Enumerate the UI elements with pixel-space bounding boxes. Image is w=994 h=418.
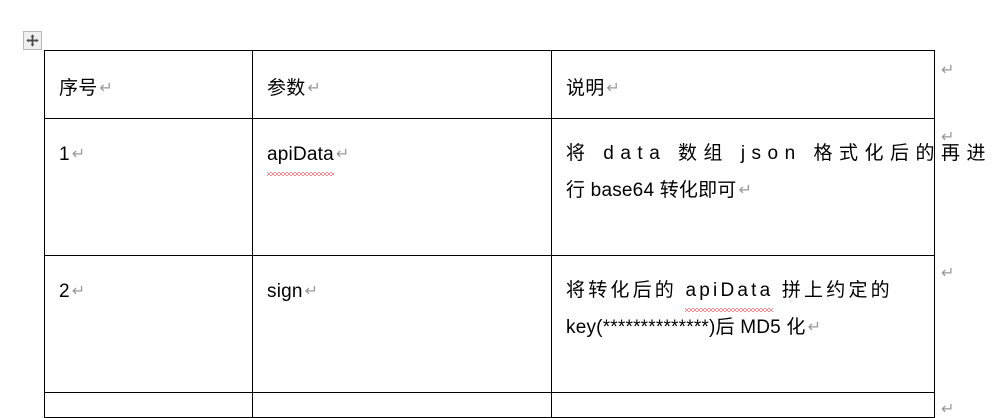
row-end-mark: ↵	[941, 60, 955, 79]
cell-seq[interactable]: 2↵	[44, 255, 253, 393]
cell-desc-line: 将转化后的 apiData 拼上约定的	[566, 273, 920, 312]
header-label-desc: 说明	[566, 78, 605, 99]
paragraph-mark: ↵	[738, 180, 752, 199]
header-cell-desc[interactable]: 说明↵	[551, 50, 935, 119]
paragraph-mark: ↵	[71, 144, 86, 163]
cell-desc[interactable]: 将转化后的 apiData 拼上约定的 key(**************)后…	[551, 255, 935, 393]
paragraph-mark: ↵	[335, 144, 350, 163]
row-end-mark: ↵	[941, 263, 955, 282]
cell-desc-text: 将转化后的	[566, 280, 686, 301]
header-label-seq: 序号	[59, 78, 98, 99]
header-cell-seq[interactable]: 序号↵	[44, 50, 253, 119]
paragraph-mark: ↵	[307, 78, 321, 97]
table-body: 序号↵ 参数↵ 说明↵ 1↵	[44, 50, 992, 418]
row-end-mark: ↵	[941, 127, 955, 146]
paragraph-mark: ↵	[304, 281, 319, 300]
cell-desc-text: 行 base64 转化即可	[566, 180, 737, 201]
table-header-row[interactable]: 序号↵ 参数↵ 说明↵	[44, 50, 935, 119]
cell-desc-text: key(**************)后 MD5 化	[566, 317, 806, 338]
cell-desc-line: key(**************)后 MD5 化↵	[566, 309, 920, 346]
header-label-param: 参数	[267, 78, 306, 99]
table-row[interactable]: 1↵ apiData↵ 将 data 数组 json 格式化后的再进 行 bas…	[44, 118, 992, 256]
cell-desc-line: 将 data 数组 json 格式化后的再进	[566, 143, 992, 164]
cell-desc-line: 行 base64 转化即可↵	[566, 172, 920, 209]
table-row[interactable]	[44, 392, 935, 418]
paragraph-mark: ↵	[606, 78, 620, 97]
paragraph-mark: ↵	[99, 78, 113, 97]
cell-desc-text-misspelled: apiData	[685, 273, 774, 312]
cell-seq[interactable]: 1↵	[44, 118, 253, 256]
cell-param[interactable]: apiData↵	[252, 118, 552, 256]
row-end-mark: ↵	[941, 399, 955, 418]
cell-value-seq: 1	[59, 144, 70, 165]
cell-desc[interactable]	[551, 392, 935, 418]
table-row[interactable]: 2↵ sign↵ 将转化后的 apiData 拼上约定的 key(*******…	[44, 255, 935, 393]
cell-seq[interactable]	[44, 392, 253, 418]
cell-value-seq: 2	[59, 281, 70, 302]
header-cell-param[interactable]: 参数↵	[252, 50, 552, 119]
move-cross-icon	[26, 34, 39, 47]
cell-desc[interactable]: 将 data 数组 json 格式化后的再进 行 base64 转化即可↵	[551, 118, 992, 256]
paragraph-mark: ↵	[807, 317, 822, 336]
cell-desc-text: 拼上约定的	[773, 280, 893, 301]
api-parameter-table[interactable]: 序号↵ 参数↵ 说明↵ 1↵	[44, 50, 992, 418]
paragraph-mark: ↵	[71, 281, 86, 300]
table-move-handle[interactable]	[23, 31, 42, 50]
cell-param[interactable]: sign↵	[252, 255, 552, 393]
cell-value-param: apiData	[267, 137, 334, 176]
cell-value-param: sign	[267, 281, 303, 302]
cell-param[interactable]	[252, 392, 552, 418]
